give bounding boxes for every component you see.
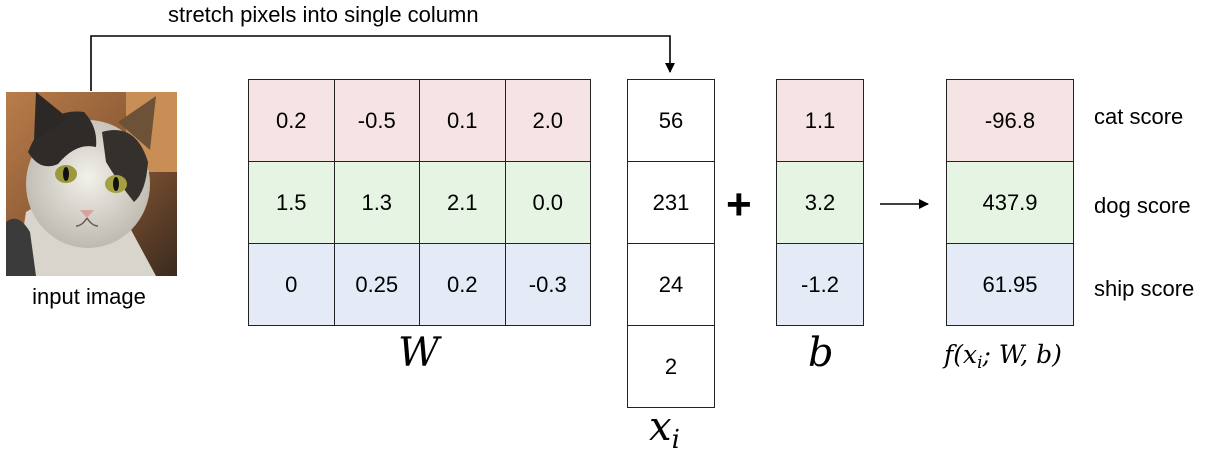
score-cell: 437.9 [946,161,1074,244]
input-vector-label: xi [649,404,680,455]
bias-vector-label: b [808,330,834,376]
score-vector: -96.8 437.9 61.95 [946,79,1074,326]
score-function-prefix: f(x [944,340,978,369]
pixel-cell: 231 [627,161,715,244]
score-function-sub: i [977,353,983,373]
weight-cell: 0.25 [333,243,420,326]
pixel-cell: 56 [627,79,715,162]
bias-cell: -1.2 [776,243,864,326]
weight-row-cat: 0.2 -0.5 0.1 2.0 [248,79,591,162]
weight-cell: 1.5 [248,161,335,244]
ship-score-label: ship score [1094,276,1195,301]
score-function-label: f(xi; W, b) [944,340,1062,373]
input-image-caption: input image [32,284,146,309]
cat-score-label: cat score [1094,104,1184,129]
bias-cell: 3.2 [776,161,864,244]
input-cat-image [6,92,177,276]
input-vector-label-sub: i [671,425,680,455]
bias-cell: 1.1 [776,79,864,162]
weight-cell: 0 [248,243,335,326]
weight-cell: 0.0 [504,161,591,244]
input-vector-label-base: x [649,404,672,450]
weight-cell: 2.1 [419,161,506,244]
weight-row-ship: 0 0.25 0.2 -0.3 [248,243,591,326]
weight-cell: -0.5 [333,79,420,162]
weight-row-dog: 1.5 1.3 2.1 0.0 [248,161,591,244]
score-function-suffix: ; W, b) [982,340,1062,369]
stretch-caption: stretch pixels into single column [168,2,479,27]
pixel-cell: 2 [627,325,715,408]
bias-vector: 1.1 3.2 -1.2 [776,79,864,326]
plus-sign: + [726,180,752,229]
weight-cell: 0.2 [419,243,506,326]
score-cell: -96.8 [946,79,1074,162]
weight-cell: -0.3 [504,243,591,326]
input-vector: 56 231 24 2 [627,79,715,408]
score-cell: 61.95 [946,243,1074,326]
weight-cell: 2.0 [504,79,591,162]
weight-cell: 1.3 [333,161,420,244]
weight-cell: 0.1 [419,79,506,162]
pixel-cell: 24 [627,243,715,326]
dog-score-label: dog score [1094,193,1191,218]
weight-cell: 0.2 [248,79,335,162]
weight-matrix: 0.2 -0.5 0.1 2.0 1.5 1.3 2.1 0.0 0 0.25 … [248,79,591,326]
weight-matrix-label: W [398,330,440,376]
